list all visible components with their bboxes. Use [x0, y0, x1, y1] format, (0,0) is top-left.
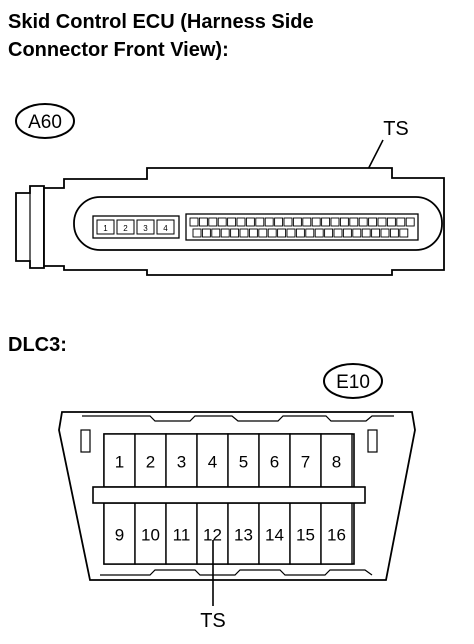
ecu-main-pin: [330, 217, 340, 227]
ecu-small-pin: [136, 219, 155, 235]
ecu-small-pin-label: 3: [143, 224, 148, 233]
ecu-main-pin: [371, 228, 381, 238]
dlc3-pin-label: 5: [239, 453, 248, 472]
ecu-main-pin: [324, 228, 334, 238]
ecu-main-pin: [248, 228, 258, 238]
ecu-main-pin: [339, 217, 349, 227]
dlc3-pin: [165, 433, 198, 488]
ecu-main-pin: [189, 217, 199, 227]
ecu-main-pin: [314, 228, 324, 238]
ecu-code-label: A60: [28, 112, 62, 133]
title-line-2: Connector Front View):: [8, 39, 229, 61]
ecu-main-pin: [286, 228, 296, 238]
dlc3-pin: [258, 502, 291, 565]
dlc3-pin-label: 6: [270, 453, 279, 472]
ecu-small-pin-label: 2: [123, 224, 128, 233]
ecu-main-pin: [292, 217, 302, 227]
ecu-main-pin: [368, 217, 378, 227]
ecu-main-pin: [230, 228, 240, 238]
dlc3-pin-label: 16: [327, 526, 346, 545]
dlc3-pin: [196, 433, 229, 488]
dlc3-pin-label: 10: [141, 526, 160, 545]
ecu-main-pin: [277, 228, 287, 238]
ecu-main-pin: [264, 217, 274, 227]
dlc3-code-label: E10: [336, 372, 370, 393]
ecu-main-pin: [405, 217, 415, 227]
ecu-main-pin: [321, 217, 331, 227]
dlc3-guide-right: [367, 429, 378, 453]
ecu-main-pin: [192, 228, 202, 238]
dlc3-pin-label: 15: [296, 526, 315, 545]
ecu-main-pin: [380, 228, 390, 238]
ecu-main-pin: [239, 228, 249, 238]
ecu-small-pin-label: 4: [163, 224, 168, 233]
ecu-ts-callout: TS: [383, 118, 409, 140]
ecu-main-pin: [267, 228, 277, 238]
ecu-main-pin: [396, 217, 406, 227]
ecu-main-pin: [236, 217, 246, 227]
ecu-main-pin: [311, 217, 321, 227]
dlc3-pin-label: 8: [332, 453, 341, 472]
ecu-main-pin: [201, 228, 211, 238]
ecu-small-pin: [156, 219, 175, 235]
ecu-small-pin: [96, 219, 115, 235]
ecu-main-pin: [389, 228, 399, 238]
ecu-main-pin: [361, 228, 371, 238]
dlc3-pin-label: 3: [177, 453, 186, 472]
ecu-main-pin: [342, 228, 352, 238]
dlc3-pin: [320, 502, 353, 565]
ecu-code-badge: A60: [15, 103, 75, 139]
dlc3-pin-label: 9: [115, 526, 124, 545]
dlc3-pin-label: 7: [301, 453, 310, 472]
ecu-main-pin: [255, 217, 265, 227]
dlc3-pin: [227, 502, 260, 565]
dlc3-pin: [134, 502, 167, 565]
dlc3-pin-label: 14: [265, 526, 284, 545]
title-line-1: Skid Control ECU (Harness Side: [8, 11, 314, 33]
ecu-connector: 1 2 3 4: [15, 167, 445, 276]
ecu-main-pin: [302, 217, 312, 227]
ecu-main-pin: [227, 217, 237, 227]
page-title: Skid Control ECU (Harness Side Connector…: [8, 8, 314, 64]
ecu-main-pin: [258, 228, 268, 238]
ecu-main-pin: [283, 217, 293, 227]
dlc3-title: DLC3:: [8, 334, 67, 356]
ecu-main-pin: [198, 217, 208, 227]
dlc3-pin-label: 12: [203, 526, 222, 545]
ecu-main-pin: [399, 228, 409, 238]
dlc3-guide-left: [80, 429, 91, 453]
dlc3-pin-label: 2: [146, 453, 155, 472]
ecu-main-pin: [349, 217, 359, 227]
ecu-main-pin: [386, 217, 396, 227]
dlc3-pin: [165, 502, 198, 565]
ecu-main-pin: [305, 228, 315, 238]
ecu-main-pin: [245, 217, 255, 227]
dlc3-pin: [289, 502, 322, 565]
dlc3-pin: [227, 433, 260, 488]
ecu-main-pin: [208, 217, 218, 227]
dlc3-pin: [320, 433, 353, 488]
ecu-main-pin: [211, 228, 221, 238]
dlc3-pin: [103, 433, 136, 488]
ecu-small-pin-label: 1: [103, 224, 108, 233]
dlc3-pin-label: 4: [208, 453, 217, 472]
ecu-main-pin: [333, 228, 343, 238]
ecu-small-pin: [116, 219, 135, 235]
ecu-main-pin: [274, 217, 284, 227]
ecu-main-pin: [377, 217, 387, 227]
dlc3-separator-bar: [92, 486, 366, 504]
dlc3-pin-label: 1: [115, 453, 124, 472]
ecu-main-pin: [217, 217, 227, 227]
dlc3-code-badge: E10: [323, 363, 383, 399]
dlc3-ts-callout: TS: [200, 610, 226, 632]
ecu-main-pin: [220, 228, 230, 238]
ecu-main-pin: [358, 217, 368, 227]
ecu-main-pin: [352, 228, 362, 238]
dlc3-pin-label: 11: [173, 526, 191, 545]
dlc3-pin-label: 13: [234, 526, 253, 545]
ecu-main-pin: [295, 228, 305, 238]
dlc3-pin: [103, 502, 136, 565]
